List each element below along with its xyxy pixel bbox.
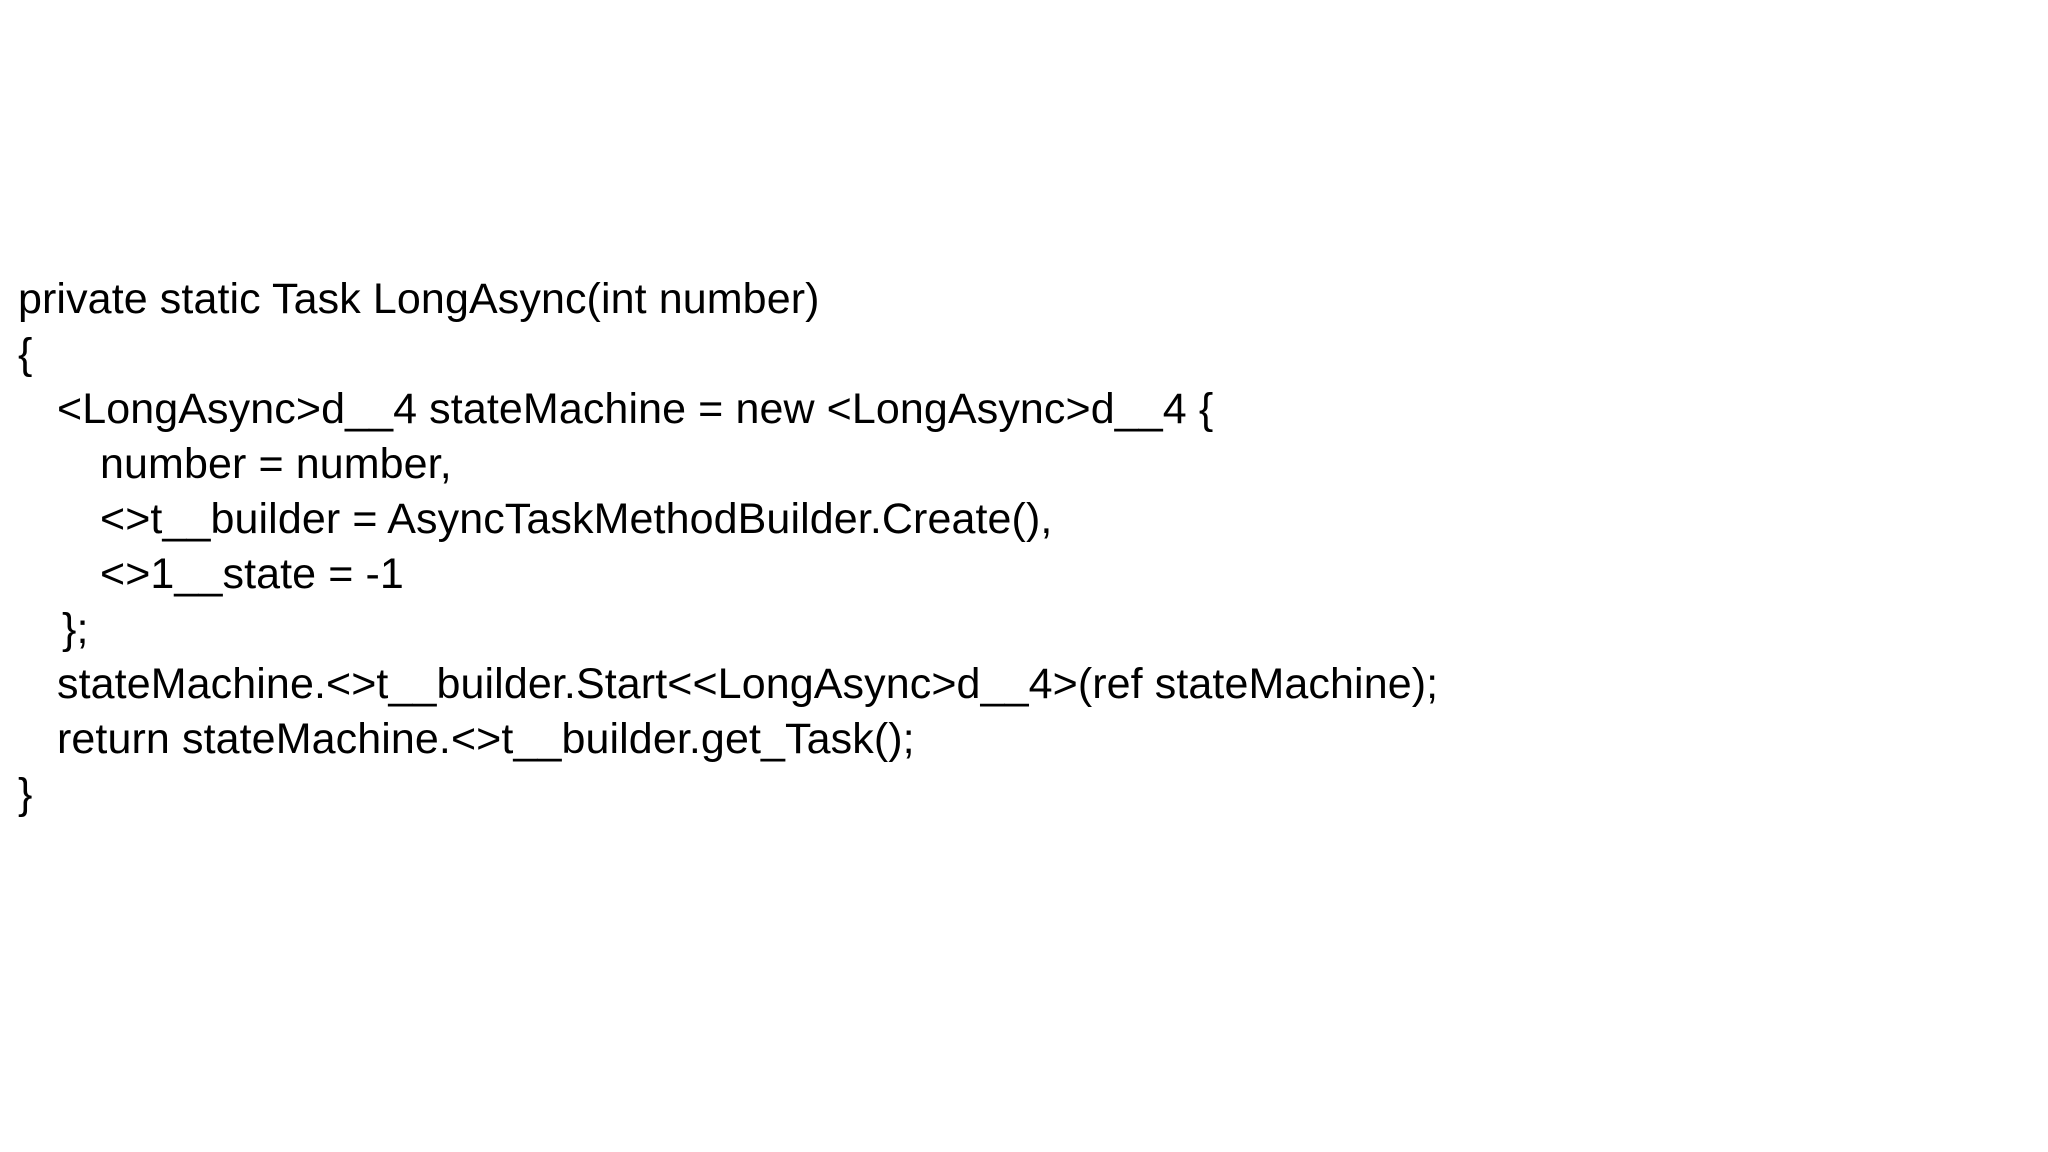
code-listing: private static Task LongAsync(int number… (0, 272, 2048, 822)
code-line-return-task: return stateMachine.<>t__builder.get_Tas… (57, 715, 915, 763)
code-line-builder-start: stateMachine.<>t__builder.Start<<LongAsy… (57, 660, 1439, 708)
code-line-builder-assignment: <>t__builder = AsyncTaskMethodBuilder.Cr… (100, 495, 1053, 543)
code-line-number-assignment: number = number, (100, 440, 452, 488)
code-line-statemachine-declaration: <LongAsync>d__4 stateMachine = new <Long… (57, 385, 1214, 433)
code-line-open-brace: { (18, 330, 33, 378)
code-line-close-brace: } (18, 770, 33, 818)
code-line-initializer-close: }; (62, 605, 89, 653)
code-line-state-assignment: <>1__state = -1 (100, 550, 404, 598)
code-line-method-signature: private static Task LongAsync(int number… (18, 275, 820, 323)
